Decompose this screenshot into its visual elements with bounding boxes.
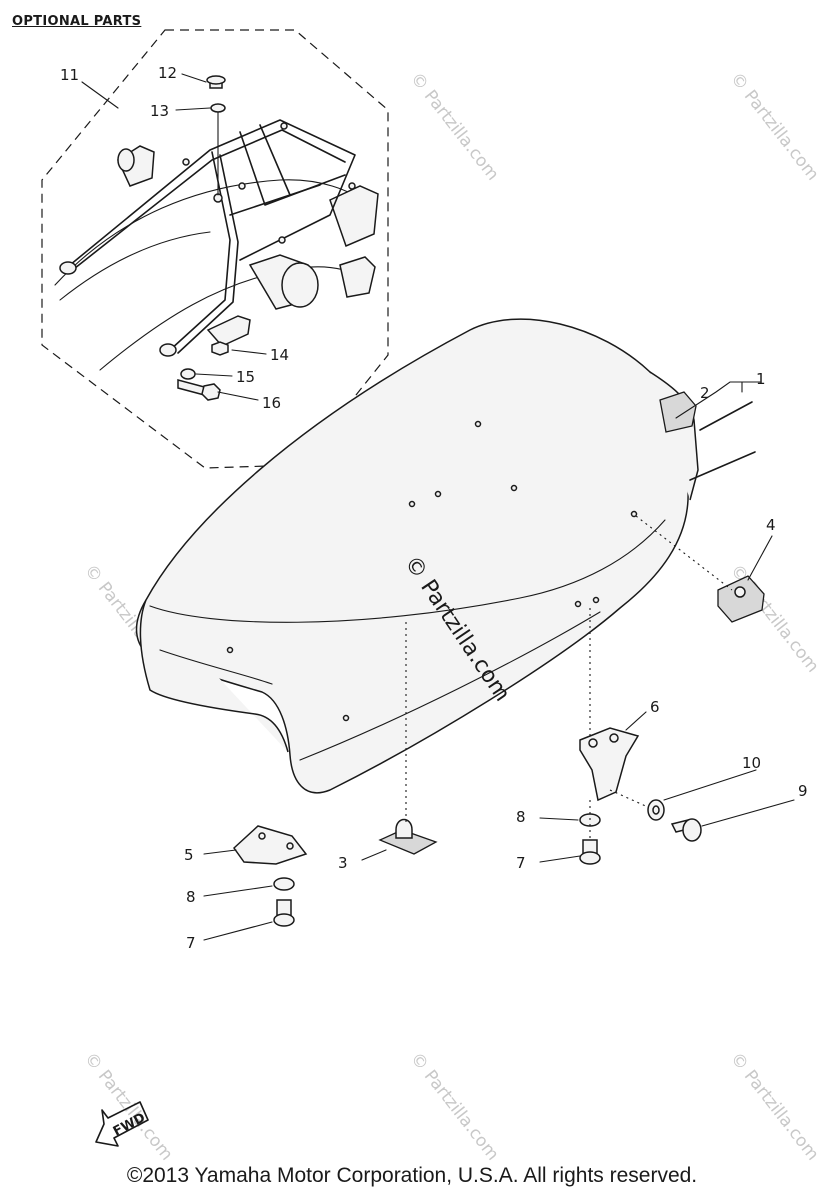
section-title: OPTIONAL PARTS — [12, 14, 142, 29]
guide-line — [609, 789, 651, 809]
callout-4: 4 — [766, 516, 776, 534]
bracket-6 — [579, 727, 640, 802]
watermark-tile: © Partzilla.com — [726, 1049, 823, 1165]
callout-5: 5 — [184, 846, 194, 864]
callout-7-left: 7 — [186, 934, 196, 952]
guide-line — [635, 515, 733, 591]
callout-15: 15 — [236, 368, 255, 386]
callout-12: 12 — [158, 64, 177, 82]
callout-8-left: 8 — [186, 888, 196, 906]
screw-7-right — [579, 839, 601, 865]
callout-16: 16 — [262, 394, 281, 412]
plate-5 — [233, 825, 308, 865]
watermark-tile: © Partzilla.com — [406, 69, 503, 185]
washer-8-left — [273, 877, 295, 891]
callout-9: 9 — [798, 782, 808, 800]
washer-13 — [210, 103, 226, 113]
washer-15 — [180, 368, 196, 380]
rear-carrier-assembly — [54, 119, 379, 371]
watermark-tile: © Partzilla.com — [406, 1049, 503, 1165]
seat-clip-4 — [717, 575, 765, 623]
callout-3: 3 — [338, 854, 348, 872]
copyright-notice: ©2013 Yamaha Motor Corporation, U.S.A. A… — [126, 1164, 698, 1187]
bolt-16 — [177, 379, 221, 401]
callout-10: 10 — [742, 754, 761, 772]
bolt-12 — [206, 75, 226, 89]
callout-numbers: 1 2 3 4 5 6 7 8 9 10 11 12 13 14 15 16 7… — [60, 64, 808, 952]
callout-2: 2 — [700, 384, 710, 402]
callout-7-right: 7 — [516, 854, 526, 872]
watermark-tile: © Partzilla.com — [726, 69, 823, 185]
bolt-9 — [670, 818, 702, 842]
seat-clip-3 — [378, 818, 438, 855]
callout-1: 1 — [756, 370, 766, 388]
seat-assembly — [135, 318, 756, 794]
callout-6: 6 — [650, 698, 660, 716]
watermark-tile: © Partzilla.com — [80, 1049, 177, 1165]
callout-13: 13 — [150, 102, 169, 120]
callout-14: 14 — [270, 346, 289, 364]
callout-8-right: 8 — [516, 808, 526, 826]
seat-outline — [135, 318, 689, 794]
callout-11: 11 — [60, 66, 79, 84]
screw-7-left — [273, 899, 295, 927]
leader-lines — [81, 73, 795, 941]
nut-14 — [211, 341, 229, 356]
